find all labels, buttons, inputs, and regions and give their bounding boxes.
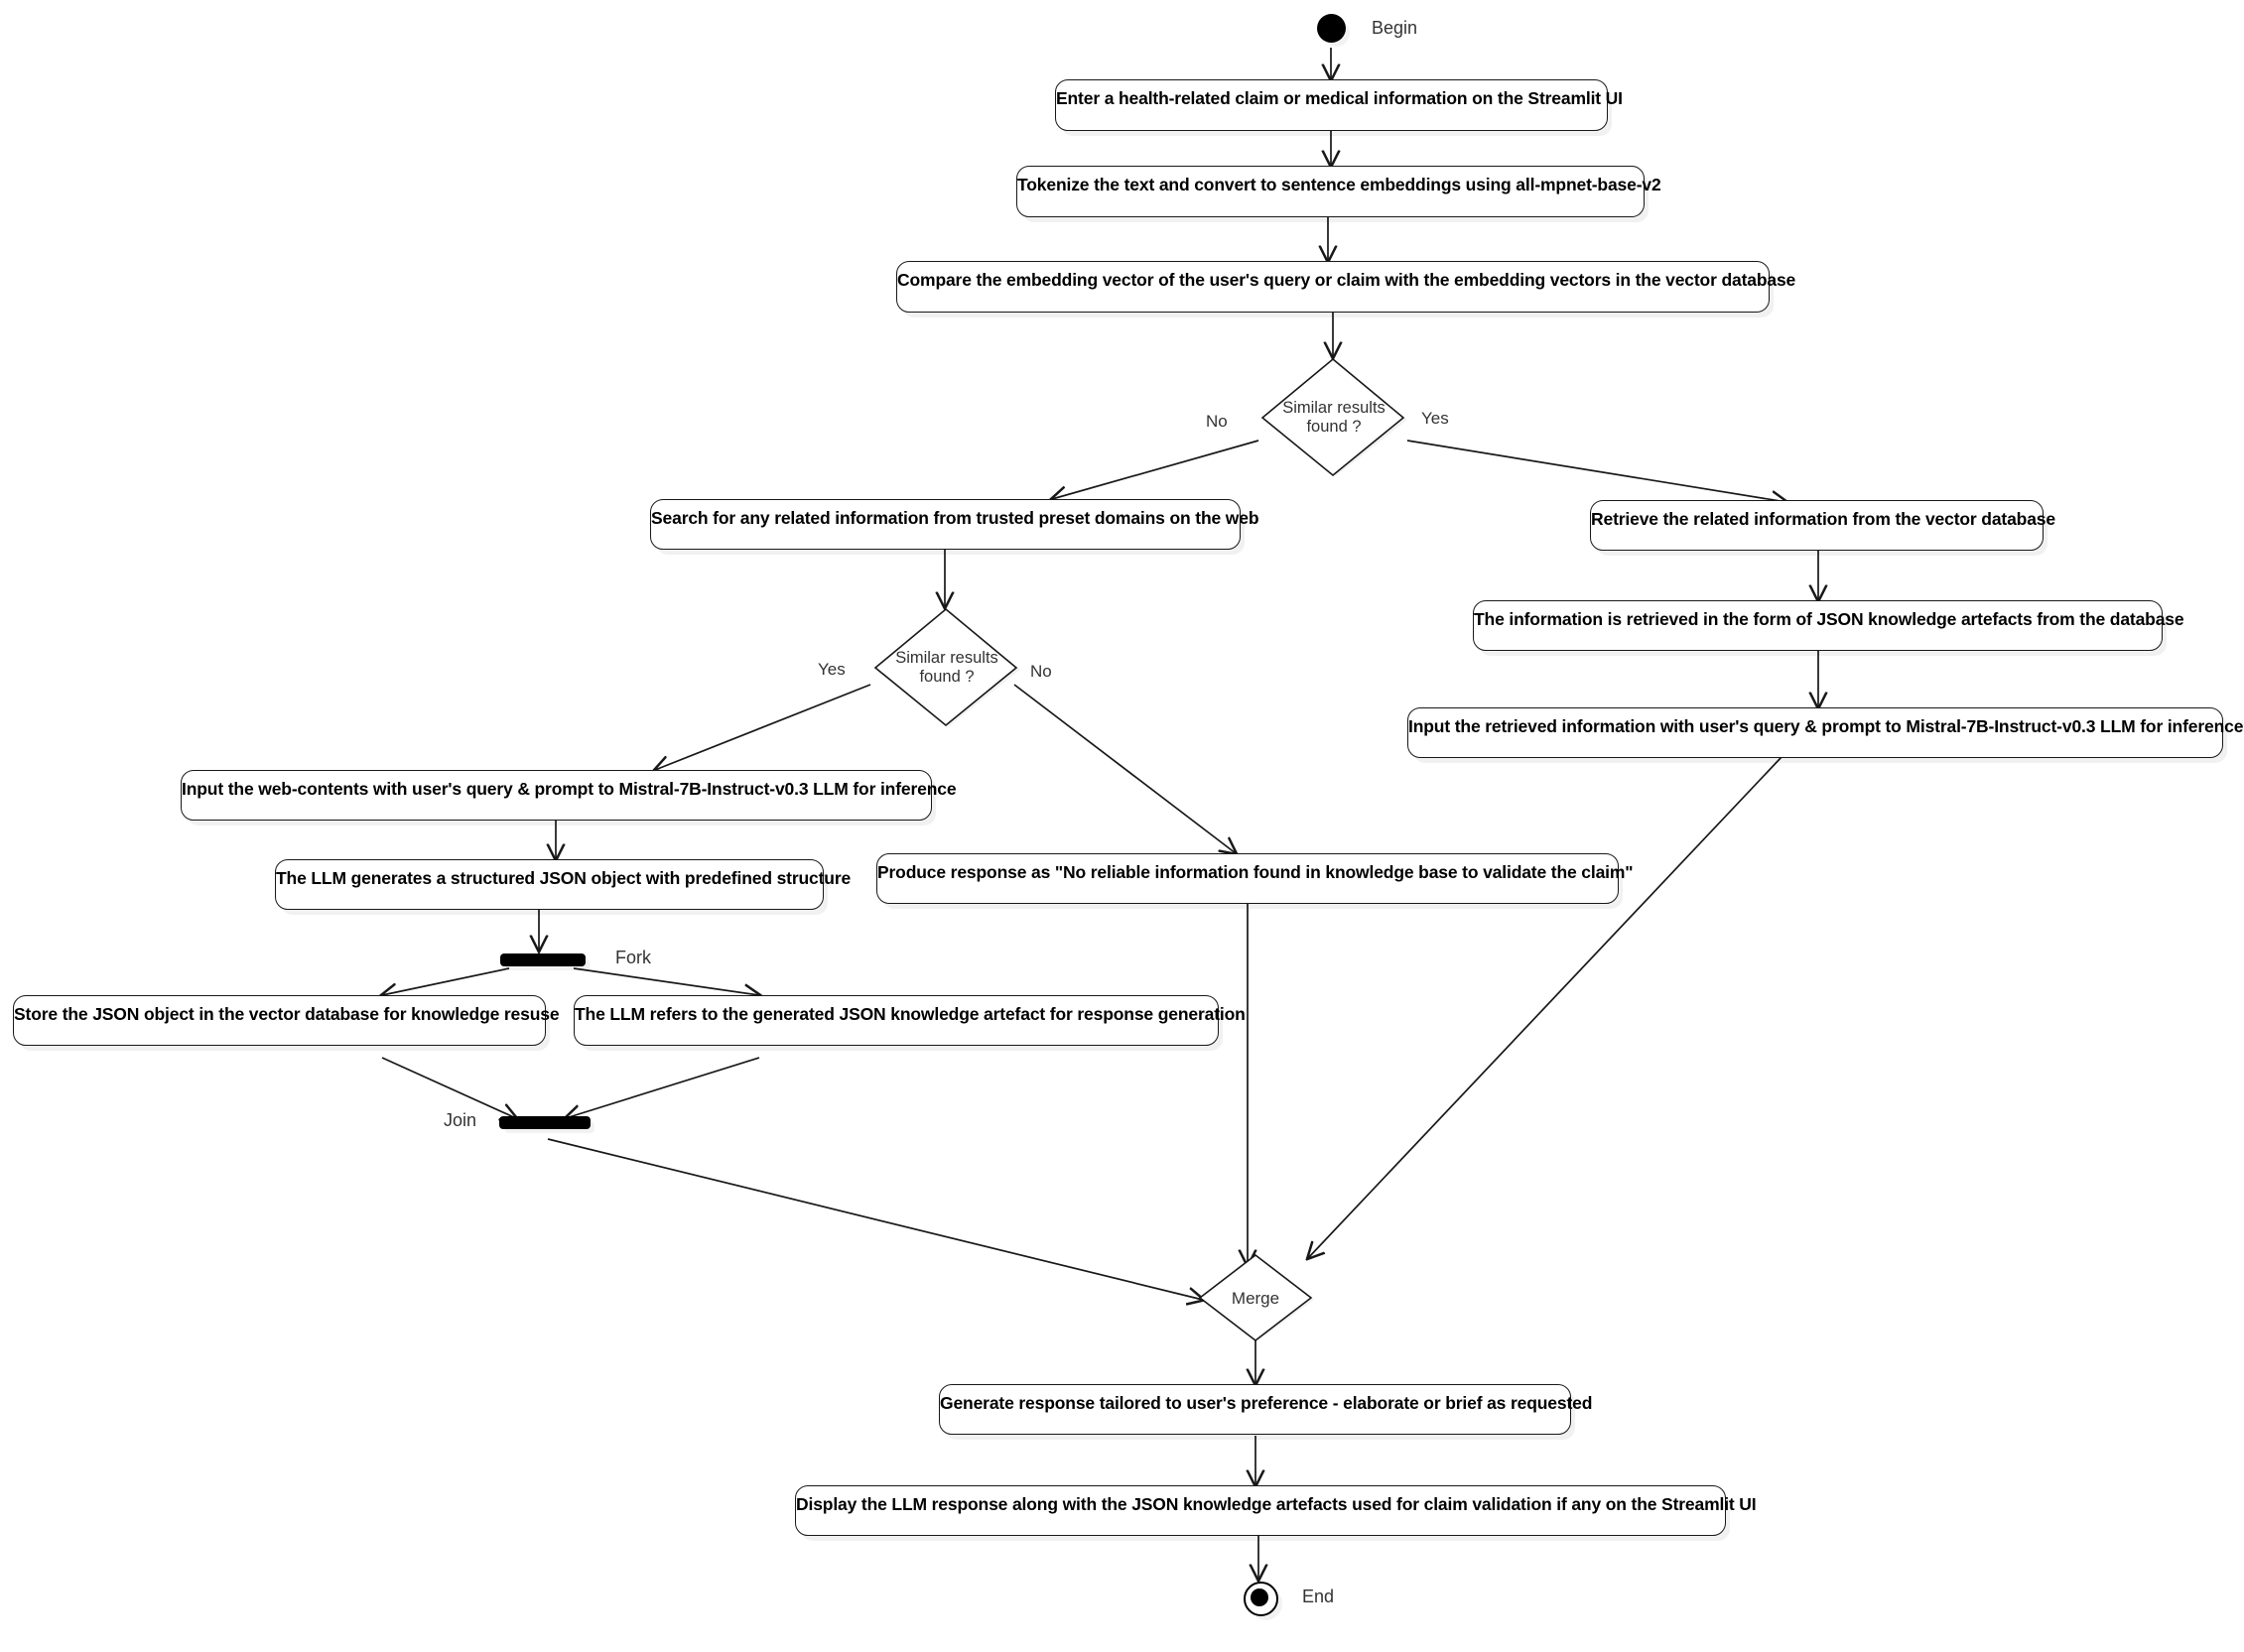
activity-enter-claim[interactable]: Enter a health-related claim or medical … — [1055, 79, 1623, 131]
edge-refers-to-join — [566, 1057, 760, 1118]
edge-decision2-no — [1013, 684, 1236, 853]
edge-join-to-merge — [547, 1138, 1203, 1300]
edge-label-decision1-yes: Yes — [1421, 409, 1449, 428]
decision-diamond-shape-1 — [1260, 357, 1407, 477]
start-node-label: Begin — [1372, 18, 1418, 38]
activity-llm-refers-artefact[interactable]: The LLM refers to the generated JSON kno… — [574, 995, 1246, 1046]
activity-tokenize[interactable]: Tokenize the text and convert to sentenc… — [1016, 166, 1661, 217]
edge-store-to-join — [381, 1057, 516, 1118]
edge-decision1-no — [1052, 440, 1259, 499]
activity-input-web-to-llm[interactable]: Input the web-contents with user's query… — [181, 770, 957, 821]
activity-store-json-label: Store the JSON object in the vector data… — [14, 1004, 560, 1024]
decision-2-label: Similar results found ? — [895, 649, 998, 686]
edge-fork-to-store — [382, 967, 510, 995]
edge-label-decision1-no: No — [1206, 412, 1228, 431]
activity-no-reliable-info-label: Produce response as "No reliable informa… — [877, 862, 1634, 882]
decision-similar-results-1[interactable]: Similar results found ? — [1258, 357, 1409, 478]
end-node-label: End — [1302, 1587, 1335, 1606]
activity-display-response[interactable]: Display the LLM response along with the … — [795, 1485, 1757, 1536]
fork-bar — [500, 953, 586, 966]
activity-llm-generates-json[interactable]: The LLM generates a structured JSON obje… — [275, 859, 852, 910]
edge-decision2-yes — [655, 684, 871, 770]
activity-search-web[interactable]: Search for any related information from … — [650, 499, 1259, 550]
activity-compare-embeddings-label: Compare the embedding vector of the user… — [897, 270, 1796, 290]
activity-input-retrieved-to-llm[interactable]: Input the retrieved information with use… — [1407, 707, 2244, 758]
merge-node-label: Merge — [1231, 1289, 1280, 1309]
fork-label: Fork — [615, 948, 651, 967]
edge-inputretrieved-to-merge — [1308, 756, 1782, 1258]
activity-no-reliable-info[interactable]: Produce response as "No reliable informa… — [876, 853, 1634, 904]
edge-label-decision2-no: No — [1030, 662, 1052, 681]
activity-tokenize-label: Tokenize the text and convert to sentenc… — [1017, 175, 1661, 194]
activity-enter-claim-label: Enter a health-related claim or medical … — [1056, 88, 1623, 108]
start-node — [1317, 14, 1346, 43]
activity-json-artefacts-label: The information is retrieved in the form… — [1474, 609, 2184, 629]
decision-diamond-shape-2 — [873, 607, 1020, 727]
edge-fork-to-refers — [573, 967, 759, 995]
join-label: Join — [444, 1110, 477, 1130]
decision-similar-results-2[interactable]: Similar results found ? — [871, 607, 1022, 728]
activity-display-response-label: Display the LLM response along with the … — [796, 1494, 1757, 1514]
activity-llm-generates-json-label: The LLM generates a structured JSON obje… — [276, 868, 852, 888]
merge-diamond-shape — [1198, 1253, 1314, 1342]
activity-input-web-to-llm-label: Input the web-contents with user's query… — [182, 779, 957, 799]
merge-node[interactable]: Merge — [1193, 1253, 1318, 1344]
activity-generate-response-label: Generate response tailored to user's pre… — [940, 1393, 1593, 1413]
activity-compare-embeddings[interactable]: Compare the embedding vector of the user… — [896, 261, 1796, 313]
activity-store-json[interactable]: Store the JSON object in the vector data… — [13, 995, 560, 1046]
activity-generate-response[interactable]: Generate response tailored to user's pre… — [939, 1384, 1593, 1435]
decision-1-label: Similar results found ? — [1282, 399, 1386, 436]
activity-search-web-label: Search for any related information from … — [651, 508, 1259, 528]
activity-retrieve-vector-db[interactable]: Retrieve the related information from th… — [1590, 500, 2055, 551]
activity-json-artefacts[interactable]: The information is retrieved in the form… — [1473, 600, 2184, 651]
activity-input-retrieved-to-llm-label: Input the retrieved information with use… — [1408, 716, 2244, 736]
edge-decision1-yes — [1406, 440, 1786, 502]
edge-label-decision2-yes: Yes — [818, 660, 846, 679]
activity-retrieve-vector-db-label: Retrieve the related information from th… — [1591, 509, 2055, 529]
end-node — [1244, 1582, 1278, 1616]
activity-llm-refers-artefact-label: The LLM refers to the generated JSON kno… — [575, 1004, 1246, 1024]
join-bar — [499, 1116, 591, 1129]
